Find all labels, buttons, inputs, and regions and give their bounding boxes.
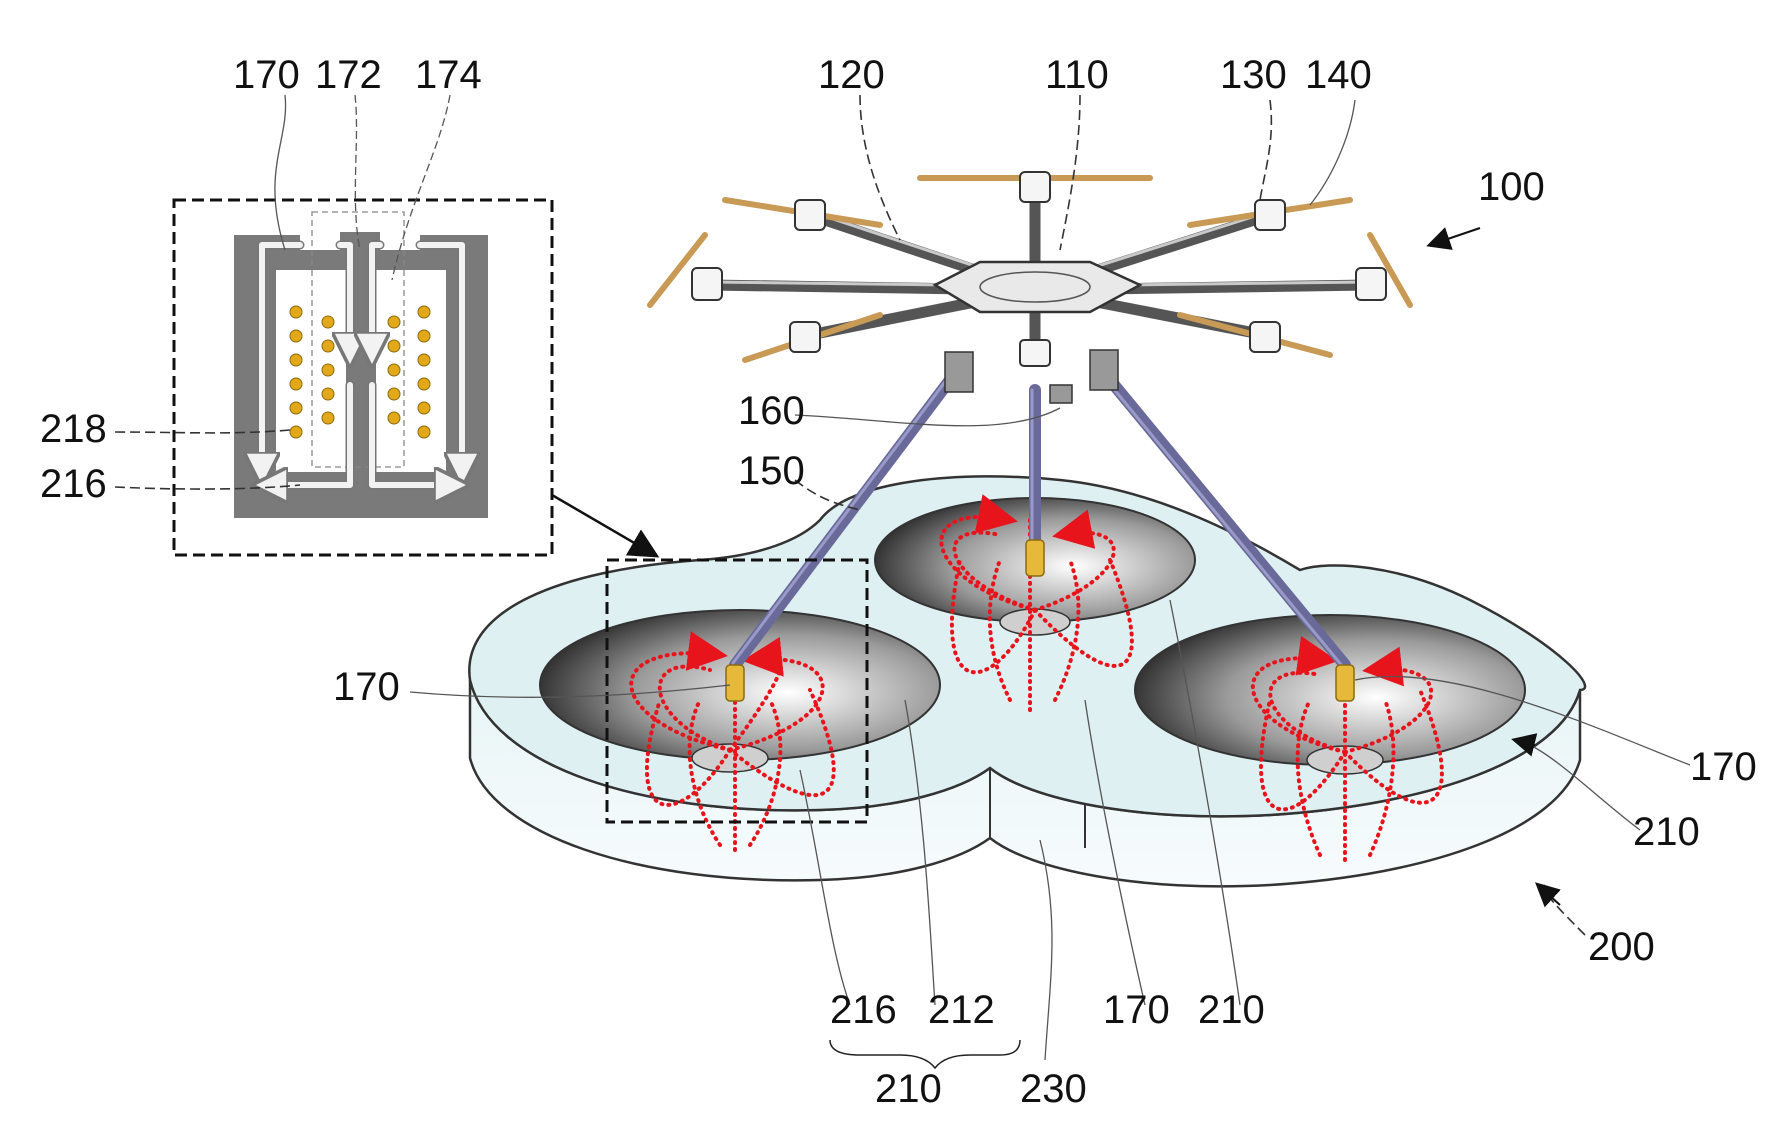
label-140: 140	[1305, 53, 1372, 97]
coil-dots	[289, 305, 431, 439]
label-110: 110	[1045, 53, 1109, 97]
inset-plate	[234, 232, 488, 518]
label-170-inset: 170	[233, 53, 300, 97]
receiving-coil-center	[1025, 539, 1045, 577]
label-170-right: 170	[1690, 745, 1757, 789]
label-170-center: 170	[1103, 988, 1170, 1032]
label-172: 172	[315, 53, 382, 97]
label-150: 150	[738, 449, 805, 493]
label-216-bottom: 216	[830, 988, 897, 1032]
label-120: 120	[818, 53, 885, 97]
label-210-group: 210	[875, 1067, 942, 1111]
receiving-coil-left	[725, 664, 745, 702]
drone	[647, 171, 1413, 404]
coil-base-center	[999, 608, 1071, 636]
leader-lines	[114, 94, 1691, 1070]
drone-body	[932, 260, 1143, 314]
label-210-center: 210	[1198, 988, 1265, 1032]
motor	[1019, 171, 1051, 203]
label-174: 174	[415, 53, 482, 97]
charging-pad	[468, 475, 1587, 888]
coil-base-left	[691, 743, 769, 773]
label-100: 100	[1478, 165, 1545, 209]
field-lines-right	[1251, 635, 1444, 862]
receiving-coil-right	[1335, 664, 1355, 702]
reference-labels: 170 172 174 120 110 130 140 100 160 150 …	[40, 53, 1757, 1111]
inset-detail	[172, 198, 869, 824]
label-212: 212	[928, 988, 995, 1032]
label-130: 130	[1220, 53, 1287, 97]
label-170-left: 170	[333, 665, 400, 709]
label-230: 230	[1020, 1067, 1087, 1111]
label-218: 218	[40, 407, 107, 451]
landing-legs	[725, 374, 1355, 702]
label-216-inset: 216	[40, 462, 107, 506]
label-160: 160	[738, 389, 805, 433]
label-200: 200	[1588, 925, 1655, 969]
detail-callout-frame	[605, 558, 869, 824]
label-210-right: 210	[1633, 810, 1700, 854]
